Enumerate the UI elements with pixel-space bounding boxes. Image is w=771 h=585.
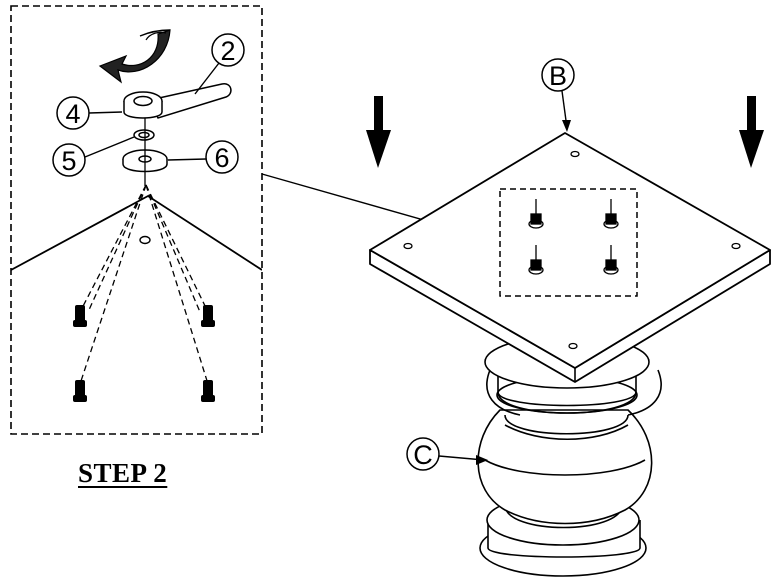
bolt-leader-lines [79,184,209,385]
callout-2-label: 2 [220,36,235,66]
plate-fasteners [528,199,619,275]
inset-plate-hole [139,235,151,245]
bolt [201,305,215,327]
down-arrow-icon [739,96,764,168]
pedestal-base [477,335,662,577]
rotation-arrow-icon [98,29,171,84]
callout-b: B [541,58,575,132]
callout-4-label: 4 [65,99,80,129]
callout-4: 4 [56,96,123,130]
fastener [528,245,544,275]
callout-6: 6 [167,140,239,174]
inset-plate-edge [11,194,262,271]
callout-6-label: 6 [214,143,229,173]
fastener [603,199,619,229]
washer-small [133,129,155,141]
plate-detail-box [499,188,638,297]
inset-frame [10,5,263,435]
bolt [73,305,87,327]
bolt [73,380,87,402]
callout-5-label: 5 [61,146,76,176]
callout-2: 2 [194,33,245,95]
step-label: STEP 2 [78,458,168,488]
callout-b-label: B [549,61,567,91]
detail-inset: 2 4 5 6 [10,5,263,435]
callout-5: 5 [52,136,135,177]
mounting-plate [369,132,771,383]
callout-c-label: C [413,440,433,470]
bolt [201,380,215,402]
wrench [123,83,232,119]
fastener [603,245,619,275]
fastener [528,199,544,229]
down-arrow-icon [366,96,391,168]
callout-c: C [406,437,488,471]
